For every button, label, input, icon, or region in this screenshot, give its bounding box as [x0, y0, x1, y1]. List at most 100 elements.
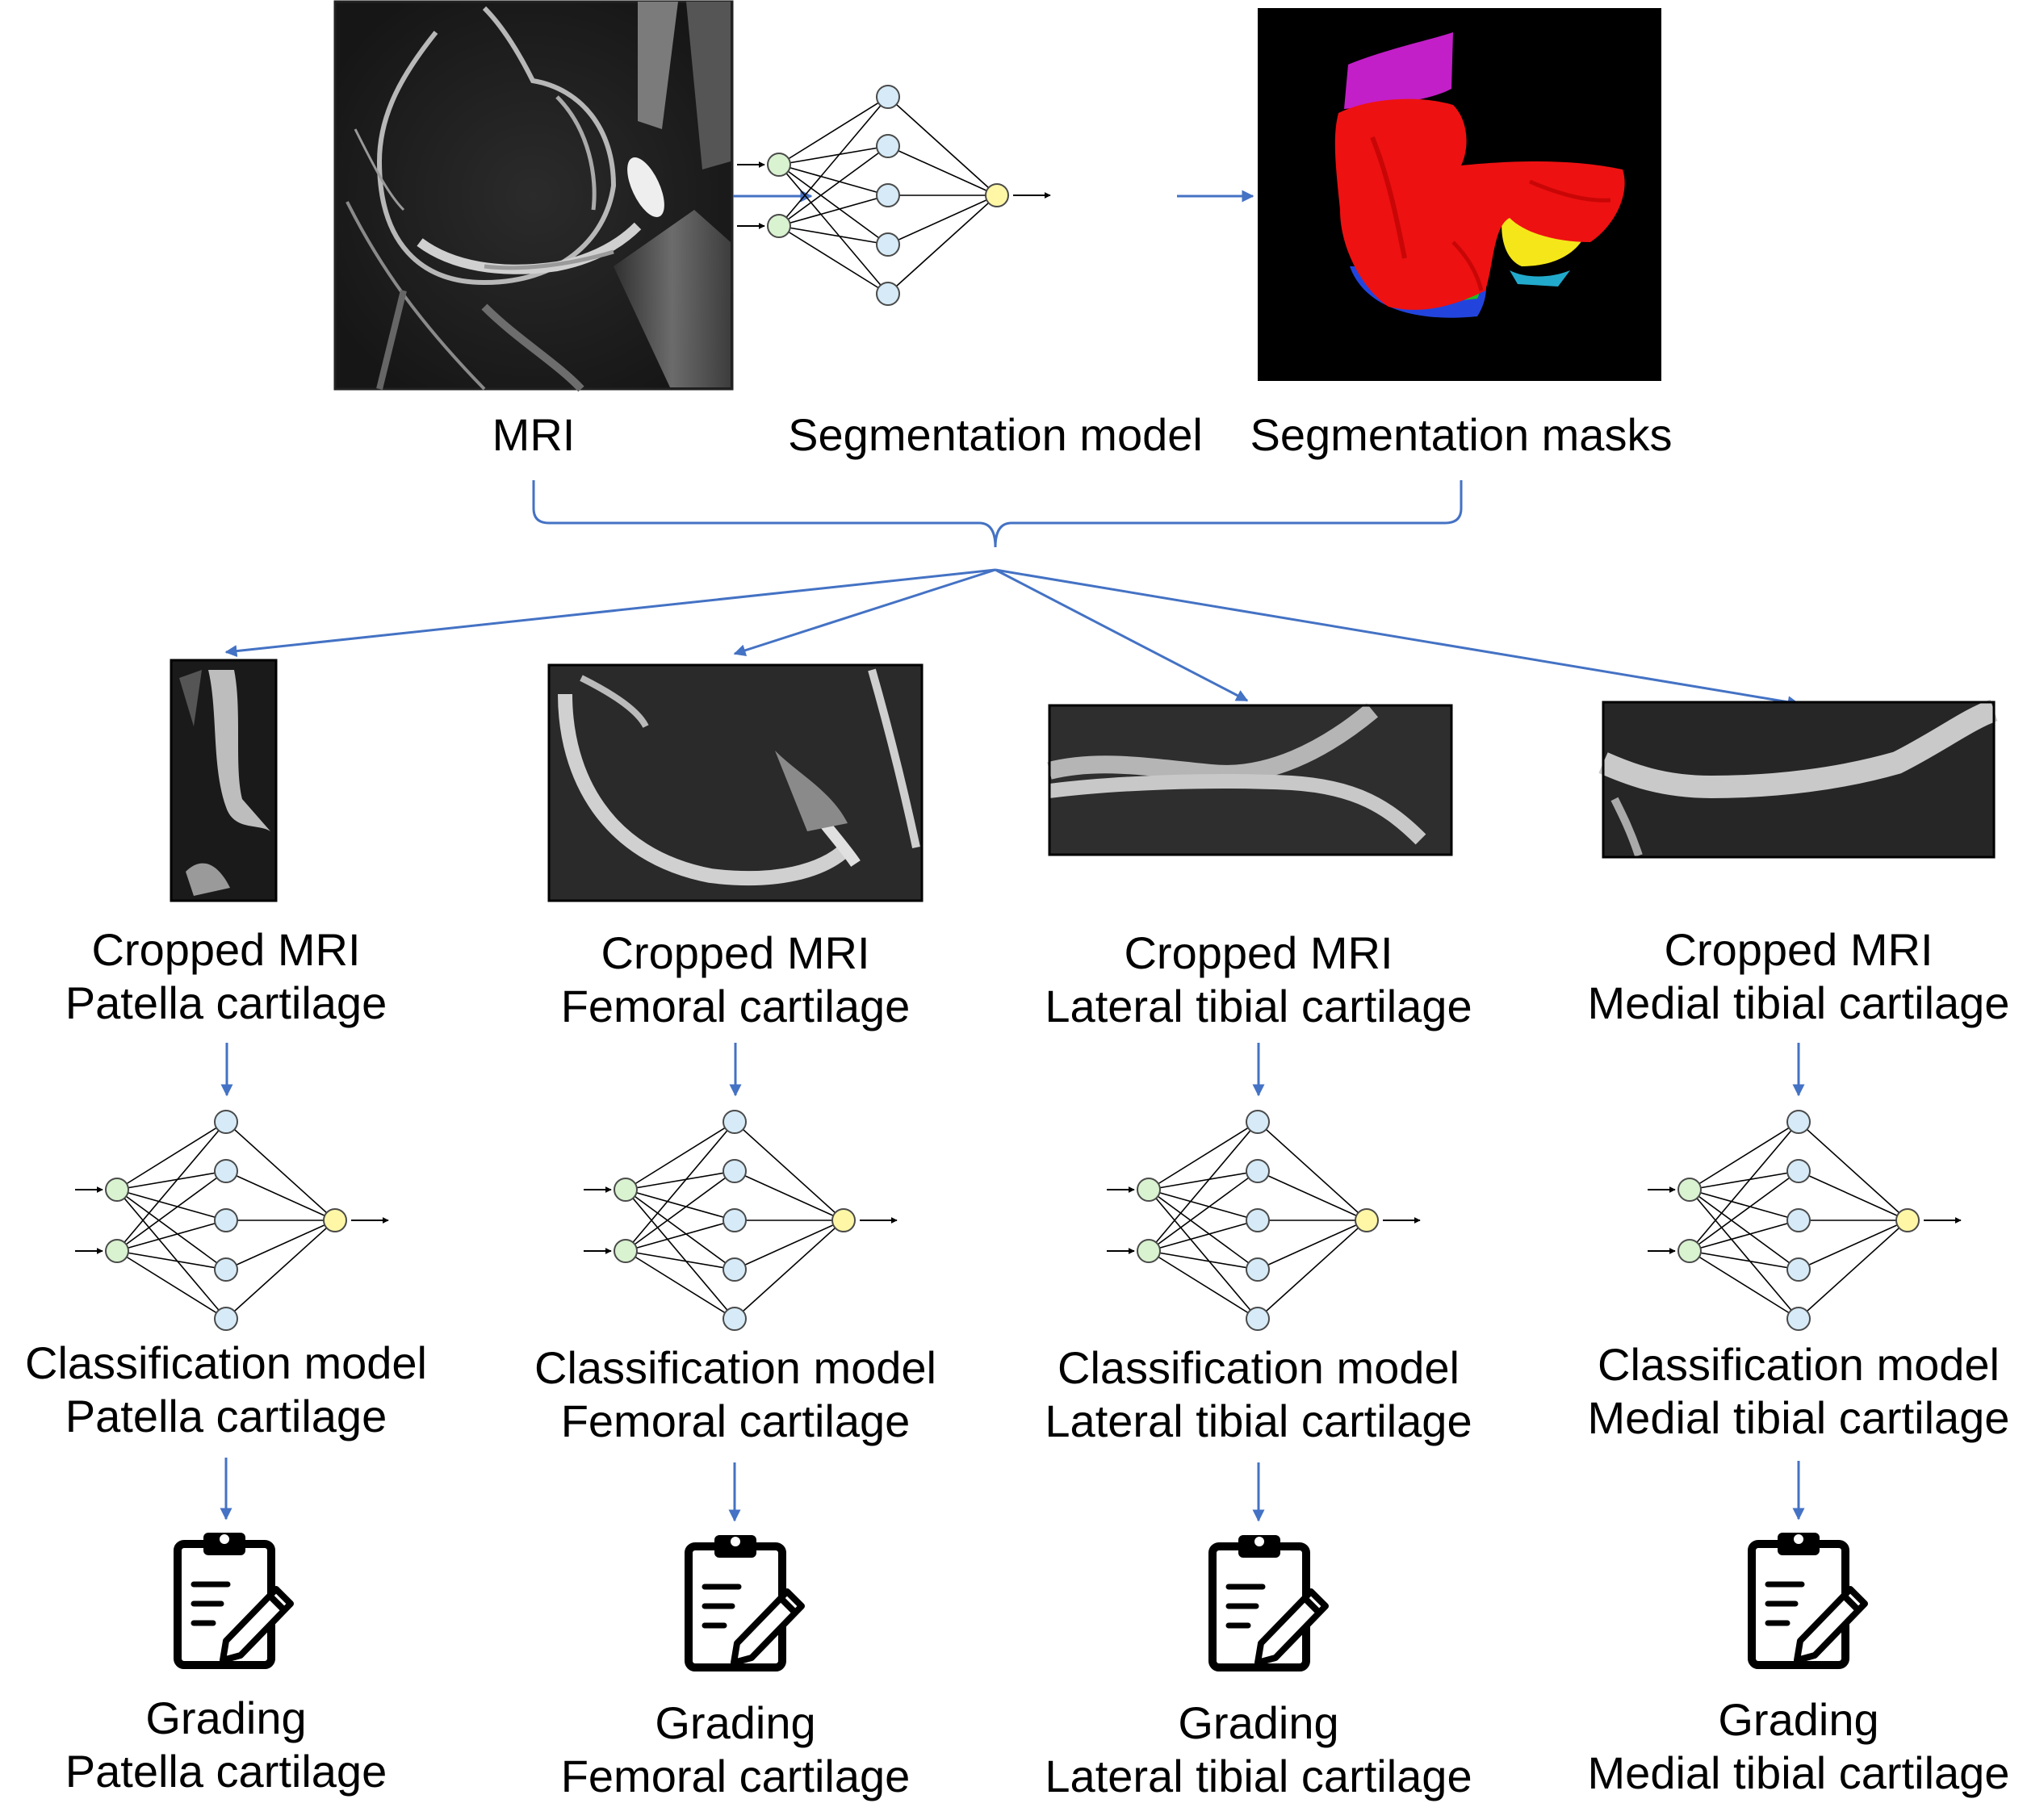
- input-node: [614, 1178, 637, 1201]
- input-node: [106, 1240, 128, 1262]
- network-edge: [888, 195, 997, 245]
- hidden-node: [1246, 1307, 1269, 1330]
- clipboard-pencil-icon: [1752, 1533, 1865, 1665]
- network-edge: [1690, 1251, 1799, 1319]
- segmentation-model-label: Segmentation model: [788, 409, 1203, 460]
- network-edge: [117, 1122, 226, 1190]
- network-edge: [226, 1220, 335, 1319]
- network-edge: [1258, 1122, 1367, 1220]
- network-edge: [117, 1190, 226, 1220]
- merge-brace: [534, 480, 1461, 547]
- grading-label-lateral-line1: Grading: [1178, 1697, 1338, 1748]
- model-label-femoral-line1: Classification model: [534, 1342, 936, 1393]
- grading-label-lateral-line2: Lateral tibial cartilage: [1045, 1751, 1472, 1801]
- network-edge: [1149, 1190, 1258, 1270]
- network-edge: [626, 1122, 735, 1190]
- hidden-node: [877, 282, 899, 305]
- hidden-node: [877, 86, 899, 108]
- network-edge: [779, 146, 888, 226]
- clipboard-pencil-icon: [1213, 1535, 1326, 1667]
- hidden-node: [723, 1111, 746, 1133]
- hidden-node: [877, 233, 899, 256]
- model-label-medial-line1: Classification model: [1598, 1339, 2000, 1390]
- hidden-node: [1787, 1307, 1810, 1330]
- model-label-lateral-line1: Classification model: [1058, 1342, 1460, 1393]
- hidden-node: [723, 1258, 746, 1281]
- clipboard-pencil-icon: [689, 1535, 802, 1667]
- network-edge: [226, 1220, 335, 1270]
- hidden-node: [723, 1209, 746, 1232]
- hidden-node: [1246, 1258, 1269, 1281]
- crop-label-lateral-line1: Cropped MRI: [1124, 927, 1393, 978]
- output-node: [1355, 1209, 1378, 1232]
- model-label-lateral-line2: Lateral tibial cartilage: [1045, 1395, 1472, 1446]
- network-edge: [1799, 1220, 1908, 1319]
- model-label-medial-line2: Medial tibial cartilage: [1588, 1392, 2010, 1443]
- clipboard-hole: [1254, 1537, 1264, 1546]
- crop-label-medial-line1: Cropped MRI: [1664, 924, 1933, 975]
- segmentation-masks-label: Segmentation masks: [1250, 409, 1673, 460]
- hidden-node: [1246, 1160, 1269, 1182]
- hidden-node: [723, 1307, 746, 1330]
- network-edge: [626, 1220, 735, 1251]
- grading-label-medial-line1: Grading: [1718, 1694, 1878, 1745]
- crop-label-patella-line2: Patella cartilage: [65, 977, 387, 1028]
- network-edge: [626, 1171, 735, 1251]
- clipboard-hole: [220, 1534, 229, 1544]
- hidden-node: [1787, 1258, 1810, 1281]
- classification-network-femoral-icon: [584, 1111, 897, 1330]
- output-node: [324, 1209, 346, 1232]
- cropped-mri-femoral-image: [549, 665, 922, 901]
- crop-label-femoral-line1: Cropped MRI: [601, 927, 869, 978]
- output-node: [1896, 1209, 1919, 1232]
- arrow-to-patella-crop: [226, 570, 995, 652]
- network-edge: [1690, 1122, 1799, 1190]
- mri-image: [335, 2, 732, 389]
- clipboard-pencil-icon: [178, 1533, 291, 1665]
- hidden-node: [1787, 1209, 1810, 1232]
- network-edge: [735, 1220, 844, 1319]
- hidden-node: [215, 1209, 237, 1232]
- network-edge: [1149, 1220, 1258, 1251]
- network-edge: [779, 165, 888, 195]
- segmentation-masks-image: [1258, 8, 1661, 381]
- network-edge: [626, 1190, 735, 1270]
- network-edge: [626, 1251, 735, 1319]
- arrow-to-medial-crop: [995, 570, 1799, 704]
- hidden-node: [1246, 1111, 1269, 1133]
- network-edge: [1690, 1190, 1799, 1220]
- clipboard-hole: [1794, 1534, 1803, 1544]
- input-node: [1137, 1178, 1160, 1201]
- mri-label: MRI: [492, 409, 576, 460]
- cropped-mri-medial-tibial-image: [1603, 702, 1994, 857]
- network-edge: [1258, 1220, 1367, 1319]
- network-edge: [1690, 1190, 1799, 1270]
- hidden-node: [215, 1258, 237, 1281]
- classification-network-medial-icon: [1648, 1111, 1961, 1330]
- grading-label-patella-line1: Grading: [145, 1692, 306, 1743]
- pencil: [1797, 1589, 1865, 1660]
- crop-label-medial-line2: Medial tibial cartilage: [1588, 977, 2010, 1028]
- hidden-node: [1787, 1111, 1810, 1133]
- hidden-node: [1246, 1209, 1269, 1232]
- input-node: [1678, 1178, 1701, 1201]
- network-edge: [1258, 1171, 1367, 1220]
- arrow-to-lateral-crop: [995, 570, 1247, 701]
- network-edge: [779, 97, 888, 165]
- model-label-femoral-line2: Femoral cartilage: [561, 1395, 911, 1446]
- grading-label-patella-line2: Patella cartilage: [65, 1746, 387, 1797]
- network-edge: [1149, 1251, 1258, 1319]
- network-edge: [117, 1251, 226, 1319]
- hidden-node: [215, 1111, 237, 1133]
- input-node: [1137, 1240, 1160, 1262]
- crop-label-femoral-line2: Femoral cartilage: [561, 981, 911, 1031]
- crop-label-lateral-line2: Lateral tibial cartilage: [1045, 981, 1472, 1031]
- clipboard-hole: [731, 1537, 740, 1546]
- network-edge: [888, 97, 997, 195]
- model-label-patella-line1: Classification model: [25, 1337, 427, 1388]
- network-edge: [1799, 1171, 1908, 1220]
- classification-network-patella-icon: [75, 1111, 388, 1330]
- network-edge: [1799, 1220, 1908, 1270]
